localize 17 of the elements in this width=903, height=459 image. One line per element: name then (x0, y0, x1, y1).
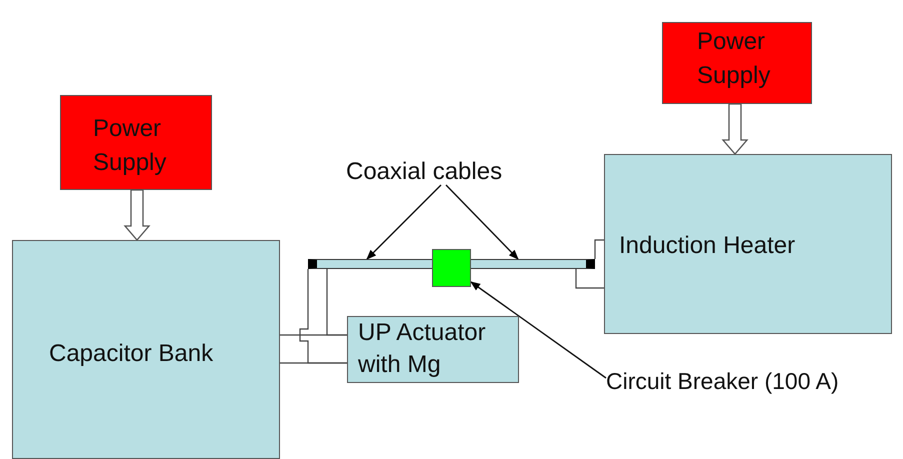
leader-arrow (446, 184, 519, 260)
capacitor-bank-box: Capacitor Bank (12, 240, 280, 459)
leader-arrow (470, 281, 606, 379)
hollow-arrow (124, 189, 150, 241)
induction-heater-box: Induction Heater (604, 154, 892, 334)
wire (575, 269, 604, 289)
circuit-breaker-box (432, 249, 471, 287)
leader-arrow (366, 184, 442, 260)
hollow-arrow (722, 103, 748, 155)
cable-label: Coaxial cables (346, 155, 546, 185)
power-supply-box: Power Supply (60, 95, 212, 190)
wire (594, 239, 604, 259)
actuator-box: UP Actuator with Mg (347, 316, 519, 383)
wire (326, 269, 347, 336)
breaker-label: Circuit Breaker (100 A) (606, 364, 902, 394)
power-supply-box: Power Supply (662, 22, 812, 104)
wire (299, 269, 347, 364)
